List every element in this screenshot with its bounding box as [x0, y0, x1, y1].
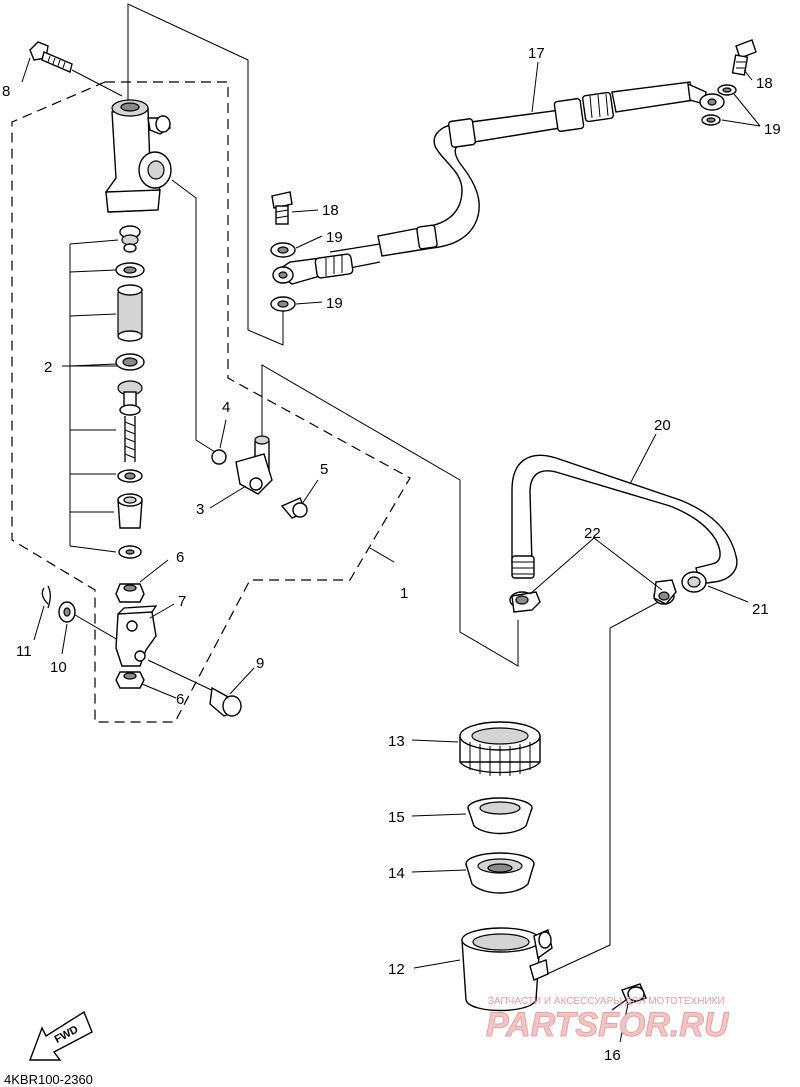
reservoir-hose	[511, 454, 738, 585]
callout-20: 20	[654, 417, 671, 434]
callout-19-lower-left: 19	[326, 295, 343, 312]
callout-1: 1	[400, 585, 408, 602]
callout-15: 15	[388, 809, 405, 826]
bolt-16	[611, 983, 647, 1011]
union-bolt-left	[271, 191, 293, 225]
callout-5: 5	[320, 461, 328, 478]
washer-left-lower	[270, 296, 296, 312]
callout-19-upper-left: 19	[326, 229, 343, 246]
callout-18-right: 18	[756, 75, 773, 92]
o-ring	[211, 449, 227, 465]
callout-13: 13	[388, 733, 405, 750]
callout-21: 21	[752, 601, 769, 618]
callout-12: 12	[388, 961, 405, 978]
nut-lower	[115, 671, 145, 689]
callouts: 8 2 3 4 5 6 6 7 9 10 11 1 13 15 14 12 16…	[2, 45, 781, 1064]
nut-upper	[115, 583, 145, 603]
watermark-caption: ЗАПЧАСТИ И АКСЕССУАРЫ ДЛЯ МОТОТЕХНИКИ	[488, 996, 725, 1007]
master-cylinder-body	[105, 99, 172, 213]
callout-14: 14	[388, 865, 405, 882]
washer-10	[58, 601, 76, 623]
diagram-code: 4KBR100-2360	[4, 1072, 93, 1087]
callout-10: 10	[50, 659, 67, 676]
internal-parts	[115, 225, 145, 559]
washer-right-upper	[717, 84, 737, 96]
hose-joint	[235, 435, 273, 495]
callout-17: 17	[528, 45, 545, 62]
hose-clamp-right	[653, 579, 677, 605]
washer-left-upper	[270, 242, 296, 258]
callout-8: 8	[2, 83, 10, 100]
callout-16: 16	[604, 1047, 621, 1064]
hose-joint-21	[681, 571, 707, 593]
reservoir-tank	[461, 927, 553, 1012]
callout-7: 7	[178, 593, 186, 610]
diaphragm	[465, 852, 535, 894]
reservoir-cap	[459, 721, 541, 776]
callout-6-upper: 6	[176, 549, 184, 566]
callout-6-lower: 6	[176, 691, 184, 708]
callout-3: 3	[196, 501, 204, 518]
leader-lines	[21, 57, 761, 1043]
clevis	[115, 605, 158, 667]
callout-22: 22	[584, 525, 601, 542]
bracket-part-2	[69, 239, 119, 553]
bolt-8	[29, 41, 73, 73]
callout-19-right: 19	[764, 121, 781, 138]
hose-clamp-left	[509, 591, 541, 613]
callout-2: 2	[44, 359, 52, 376]
fwd-arrow-icon: FWD	[28, 1010, 93, 1061]
diaphragm-plate	[467, 797, 533, 835]
callout-18-left: 18	[322, 202, 339, 219]
connector-lines	[69, 3, 663, 976]
cotter-pin	[41, 585, 51, 609]
union-bolt-right	[731, 39, 757, 76]
assembly-outline	[11, 81, 411, 723]
screw-5	[280, 497, 308, 519]
callout-4: 4	[222, 399, 230, 416]
watermark-brand: PARTSFOR.RU	[486, 1006, 730, 1044]
pin	[209, 686, 242, 717]
callout-11: 11	[16, 643, 32, 660]
watermark: ЗАПЧАСТИ И АКСЕССУАРЫ ДЛЯ МОТОТЕХНИКИ PA…	[486, 996, 731, 1045]
washer-right-lower	[701, 114, 721, 126]
callout-9: 9	[256, 655, 264, 672]
brake-hose	[272, 81, 725, 285]
